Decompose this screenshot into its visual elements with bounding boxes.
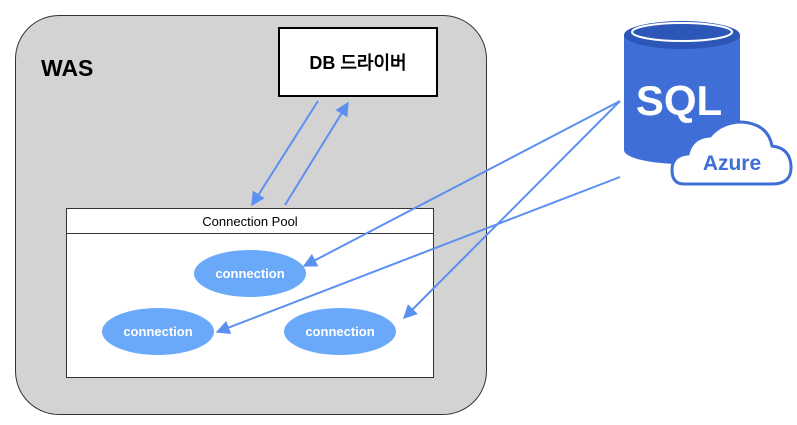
db-to-connection-3-arrow [403,100,621,319]
connection-node-2: connection [102,308,214,355]
sql-logo-text: SQL [636,77,722,124]
connection-label: connection [123,324,193,339]
azure-badge-text: Azure [703,152,761,175]
connection-pool-title-text: Connection Pool [202,213,298,229]
connection-node-1: connection [194,250,306,297]
db-to-connection-1-arrow [302,100,621,267]
azure-cloud-badge [670,120,793,186]
db-to-connection-2-arrow [215,176,621,335]
was-label: WAS [41,55,94,81]
connection-pool-title: Connection Pool [67,209,433,234]
pool-to-driver-arrow [284,101,349,206]
db-driver-box: DB 드라이버 [278,27,438,97]
connection-label: connection [305,324,375,339]
db-driver-label: DB 드라이버 [309,53,407,73]
connection-label: connection [215,266,285,281]
connection-node-3: connection [284,308,396,355]
driver-to-pool-arrow [251,100,319,207]
database-cylinder [624,21,740,164]
